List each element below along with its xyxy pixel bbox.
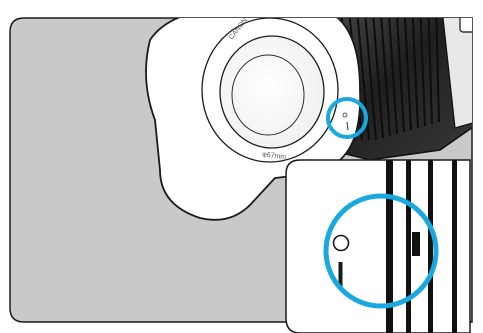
circle-index-mark: [334, 236, 349, 251]
lens-index-mark: [412, 232, 420, 256]
hood-index-dot: [343, 113, 347, 117]
lens-glass: [220, 36, 324, 148]
zoom-detail-panel: [286, 150, 470, 333]
